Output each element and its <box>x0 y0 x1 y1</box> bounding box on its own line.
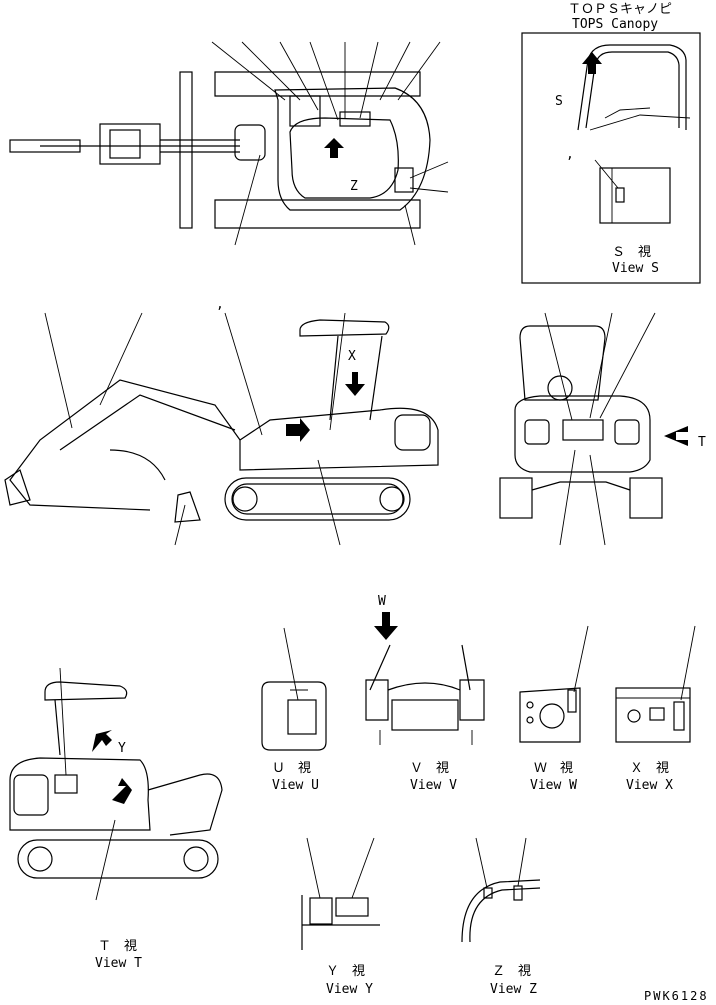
view-v-jp: Ｖ 視 <box>410 761 449 776</box>
view-w-detail: Ｗ 視 View W <box>519 625 589 793</box>
view-z-jp: Ｚ 視 <box>492 964 531 979</box>
view-v-detail: W Ｖ 視 View V <box>365 594 485 793</box>
view-x-jp: Ｘ 視 <box>630 761 669 776</box>
view-u-en: View U <box>272 778 319 793</box>
view-t-en: View T <box>95 956 142 971</box>
top-view-machine: Z <box>9 41 449 246</box>
tops-canopy-title-en: TOPS Canopy <box>572 17 658 32</box>
side-view-machine: X , <box>4 297 439 546</box>
letter-x: X <box>348 349 356 364</box>
tops-canopy-panel: ＴＯＰＳキャノピ TOPS Canopy S , Ｓ 視 View S <box>521 2 701 284</box>
view-w-en: View W <box>530 778 577 793</box>
tops-canopy-title-jp: ＴＯＰＳキャノピ <box>568 2 672 17</box>
view-w-jp: Ｗ 視 <box>534 761 573 776</box>
drawing-number: PWK6128 <box>644 989 709 1003</box>
view-t-jp: Ｔ 視 <box>98 939 137 954</box>
view-z-detail: Ｚ 視 View Z <box>461 837 541 997</box>
rear-view-machine: T <box>499 312 706 546</box>
view-s-en: View S <box>612 261 659 276</box>
view-y-en: View Y <box>326 982 373 997</box>
view-u-jp: Ｕ 視 <box>272 761 311 776</box>
comma-mark-side: , <box>216 297 224 312</box>
view-v-en: View V <box>410 778 457 793</box>
letter-t: T <box>698 435 706 450</box>
view-x-en: View X <box>626 778 673 793</box>
view-s-jp: Ｓ 視 <box>612 245 651 260</box>
view-y-jp: Ｙ 視 <box>326 964 365 979</box>
view-t-machine: Y Ｔ 視 View T <box>9 667 223 971</box>
view-u-detail: Ｕ 視 View U <box>261 627 327 793</box>
comma-mark: , <box>566 147 574 162</box>
view-y-detail: Ｙ 視 View Y <box>301 837 380 997</box>
letter-z-top: Z <box>350 179 358 194</box>
view-z-en: View Z <box>490 982 537 997</box>
view-x-detail: Ｘ 視 View X <box>615 625 696 793</box>
letter-s: S <box>555 94 563 109</box>
letter-w: W <box>378 594 386 609</box>
letter-y: Y <box>118 741 126 756</box>
